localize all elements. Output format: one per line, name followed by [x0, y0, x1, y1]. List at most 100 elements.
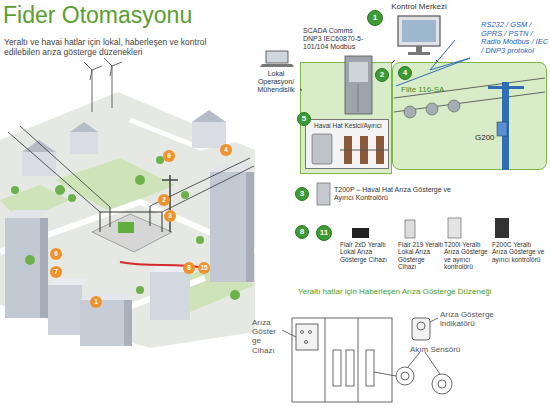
monitor-icon-part	[408, 52, 430, 55]
trees-part	[136, 286, 144, 294]
building	[210, 164, 254, 282]
callout-number: 2	[375, 68, 389, 82]
callout-number: 1	[90, 296, 102, 308]
monitor-icon-part	[402, 20, 436, 42]
section-heading: Yeraltı hatlar için Haberleşen Arıza Gös…	[298, 287, 548, 296]
callout-number: 7	[50, 266, 62, 278]
callout-number: 4	[220, 144, 232, 156]
device-icons-part	[317, 183, 330, 205]
node-text: RS232 / GSM / GPRS / PSTN / Radio Modbus…	[481, 21, 550, 56]
house-part	[70, 122, 98, 132]
overhead-line-area: RS232 / GSM / GPRS / PSTN / Radio Modbus…	[392, 62, 547, 170]
trees-part	[196, 236, 204, 244]
trees	[11, 156, 240, 300]
callout-number: 8	[183, 262, 195, 274]
control-center: Kontrol Merkezi	[388, 2, 450, 60]
node-text: G200	[475, 133, 495, 142]
trees-part	[135, 175, 145, 185]
underground-switchgear-part	[333, 350, 341, 386]
node-text: Lokal Operasyon/ Mühendislik	[250, 70, 302, 94]
wind-turbines	[84, 58, 122, 112]
building-part	[5, 210, 48, 218]
house	[22, 110, 226, 176]
callout-number: 3	[295, 187, 309, 201]
monitor-icon-part	[398, 16, 440, 46]
trees-part	[181, 191, 189, 199]
callout-number: 15	[198, 262, 210, 274]
trees-part	[68, 194, 76, 202]
callout-number: 2	[158, 194, 170, 206]
node-text: Flite 116-SA	[401, 85, 471, 94]
building	[5, 210, 48, 318]
building-part	[40, 218, 48, 318]
monitor-icon-part	[416, 46, 422, 52]
building-part	[48, 285, 82, 335]
part-label: Arıza Gösterge indikatörü	[440, 310, 512, 328]
node-text: Havai Hat Kesici/Ayırıcı	[306, 122, 390, 129]
device-icons-part	[495, 218, 509, 238]
building	[150, 266, 197, 320]
device-caption: F200C Yeraltı Arıza Gösterge ve ayırıcı …	[492, 241, 546, 263]
device-icons-part	[405, 220, 415, 238]
underground-switchgear-part	[417, 322, 425, 330]
node-text: SCADA Comms DNP3 IEC60870-5-101/104 Modb…	[303, 27, 365, 51]
callout-number: 8	[295, 225, 309, 239]
underground-switchgear-part	[346, 350, 354, 386]
underground-switchgear-part	[401, 372, 409, 380]
house-part	[22, 140, 56, 152]
building	[80, 293, 132, 346]
trees-part	[25, 255, 35, 265]
substation-part	[118, 222, 134, 233]
callout-number: 5	[297, 112, 311, 126]
underground-switchgear-part	[292, 318, 392, 402]
underground-switchgear-part	[282, 330, 296, 337]
device-caption: T200I Yeraltı Arıza Gösterge ve ayırıcı …	[444, 241, 490, 271]
city-illustration-part	[55, 158, 175, 212]
underground-switchgear-part	[301, 331, 304, 334]
building-part	[48, 278, 90, 285]
callout-number: 11	[316, 225, 332, 241]
device-icons	[317, 183, 509, 238]
building-part	[80, 293, 132, 300]
laptop-icon	[260, 50, 294, 68]
substation-part	[100, 206, 162, 232]
part-label: Akım Sensörü	[410, 345, 480, 354]
underground-switchgear-part	[374, 352, 440, 376]
substation-part	[92, 214, 172, 252]
connector	[300, 89, 302, 90]
callout-number: 3	[164, 210, 176, 222]
underground-switchgear-part	[309, 331, 312, 334]
device-caption: T200P – Havai Hat Arıza Gösterge ve Ayır…	[334, 186, 459, 202]
laptop-icon-part	[266, 51, 288, 63]
monitor-icon	[394, 14, 444, 58]
connector	[392, 60, 395, 63]
power-lines	[8, 126, 254, 268]
underground-switchgear-part	[430, 318, 438, 322]
house-part	[192, 122, 226, 148]
city-illustration-part	[0, 185, 70, 222]
building-part	[80, 300, 124, 346]
city-illustration-part	[0, 92, 255, 348]
building-part	[5, 218, 40, 318]
building-part	[210, 172, 246, 282]
city-illustration-part	[130, 120, 255, 148]
house-part	[22, 152, 56, 176]
device-icons-part	[352, 228, 369, 238]
laptop-icon-part	[260, 64, 294, 67]
device-icons-part	[448, 218, 461, 238]
diagram-title: Fider Otomasyonu	[3, 2, 192, 28]
wind-turbines-part	[84, 58, 122, 112]
device-caption: Flair 219 Yeraltı Lokal Arıza Gösterge C…	[398, 241, 444, 271]
underground-switchgear-part	[412, 318, 430, 340]
callout-number: 6	[163, 150, 175, 162]
building-part	[124, 300, 132, 346]
underground-switchgear-part	[432, 374, 452, 394]
underground-switchgear-part	[396, 367, 414, 385]
power-lines-part	[8, 126, 254, 212]
building-part	[246, 172, 254, 282]
part-label: Arıza Göster ge Cihazı	[252, 318, 284, 355]
node-text: Kontrol Merkezi	[388, 2, 450, 11]
trees-part	[55, 185, 65, 195]
underground-switchgear-part	[296, 324, 318, 350]
